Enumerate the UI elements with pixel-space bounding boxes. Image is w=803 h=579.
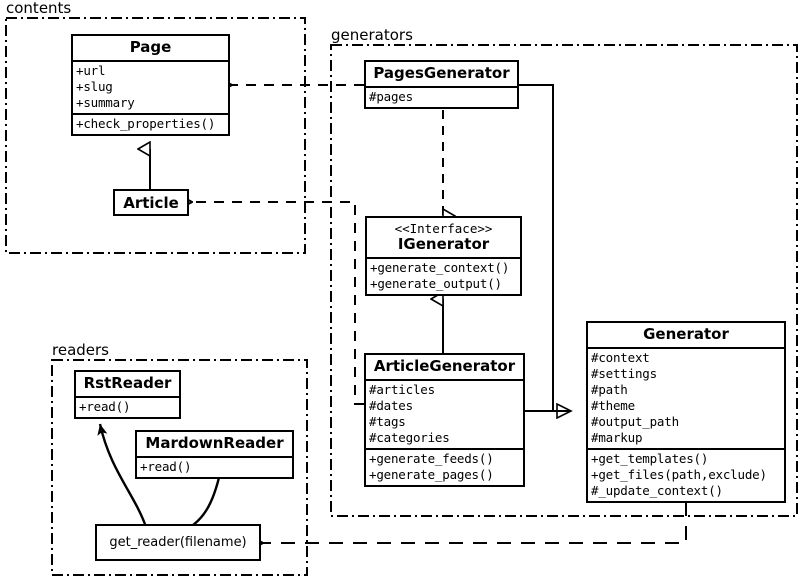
class-box-article[interactable]: Article — [113, 189, 189, 216]
class-box-generator[interactable]: Generator #context #settings #path #them… — [586, 321, 786, 504]
class-title-igenerator: <<Interface>> IGenerator — [367, 218, 520, 257]
class-title-page: Page — [129, 38, 172, 56]
class-attribute: #markup — [591, 430, 643, 446]
class-stereotype-igenerator: <<Interface>> — [394, 221, 493, 236]
dependency-generator-to-getreader — [263, 502, 687, 543]
dependency-articlegenerator-to-article — [192, 202, 364, 405]
class-operation: +generate_context() — [370, 260, 510, 276]
class-operations-page: +check_properties() — [73, 113, 228, 134]
class-operations-mardownreader: +read() — [137, 456, 292, 477]
class-attribute: #categories — [369, 430, 450, 446]
class-box-rstreader[interactable]: RstReader +read() — [74, 370, 181, 420]
class-attribute: #settings — [591, 366, 657, 382]
class-operation: #_update_context() — [591, 483, 723, 499]
class-box-mardownreader[interactable]: MardownReader +read() — [135, 430, 294, 480]
class-attribute: #theme — [591, 398, 635, 414]
class-operation: +generate_pages() — [369, 467, 494, 483]
class-attribute: #output_path — [591, 414, 679, 430]
class-operation: +generate_feeds() — [369, 451, 494, 467]
class-attribute: #pages — [369, 89, 413, 105]
class-box-pagesgenerator[interactable]: PagesGenerator #pages — [364, 60, 519, 110]
class-operations-generator: +get_templates() +get_files(path,exclude… — [588, 448, 784, 501]
class-title-pagesgenerator: PagesGenerator — [373, 64, 510, 82]
class-operation: +read() — [79, 399, 131, 415]
class-operations-igenerator: +generate_context() +generate_output() — [367, 257, 520, 294]
class-attribute: #path — [591, 382, 628, 398]
class-operation: +read() — [140, 459, 192, 475]
class-operation: +check_properties() — [76, 116, 216, 132]
class-attribute: +slug — [76, 79, 113, 95]
class-operation: +get_templates() — [591, 451, 709, 467]
class-attributes-articlegenerator: #articles #dates #tags #categories — [366, 379, 523, 448]
class-operation: +get_files(path,exclude) — [591, 467, 767, 483]
class-attributes-page: +url +slug +summary — [73, 60, 228, 113]
class-attribute: +url — [76, 63, 106, 79]
package-label-contents: contents — [6, 0, 72, 17]
class-attribute: #dates — [369, 398, 413, 414]
class-title-rstreader: RstReader — [83, 374, 172, 392]
class-attribute: #tags — [369, 414, 406, 430]
class-title-articlegenerator: ArticleGenerator — [373, 357, 516, 375]
generalization-pagesgenerator-to-generator — [519, 84, 571, 411]
class-box-articlegenerator[interactable]: ArticleGenerator #articles #dates #tags … — [364, 353, 525, 488]
class-attributes-pagesgenerator: #pages — [366, 86, 517, 107]
class-name-igenerator: IGenerator — [397, 235, 490, 253]
class-box-igenerator[interactable]: <<Interface>> IGenerator +generate_conte… — [365, 216, 522, 297]
class-title-article: Article — [123, 193, 179, 212]
class-box-page[interactable]: Page +url +slug +summary +check_properti… — [71, 34, 230, 137]
class-operation: +generate_output() — [370, 276, 502, 292]
class-attributes-generator: #context #settings #path #theme #output_… — [588, 347, 784, 448]
function-box-get-reader[interactable]: get_reader(filename) — [95, 524, 261, 561]
class-title-mardownreader: MardownReader — [145, 434, 284, 452]
class-title-generator: Generator — [643, 325, 729, 343]
function-label-get-reader: get_reader(filename) — [109, 535, 247, 550]
class-attribute: +summary — [76, 95, 135, 111]
class-operations-rstreader: +read() — [76, 396, 179, 417]
package-label-readers: readers — [52, 341, 109, 359]
package-label-generators: generators — [331, 26, 413, 44]
class-operations-articlegenerator: +generate_feeds() +generate_pages() — [366, 448, 523, 485]
class-attribute: #context — [591, 350, 650, 366]
class-attribute: #articles — [369, 382, 435, 398]
